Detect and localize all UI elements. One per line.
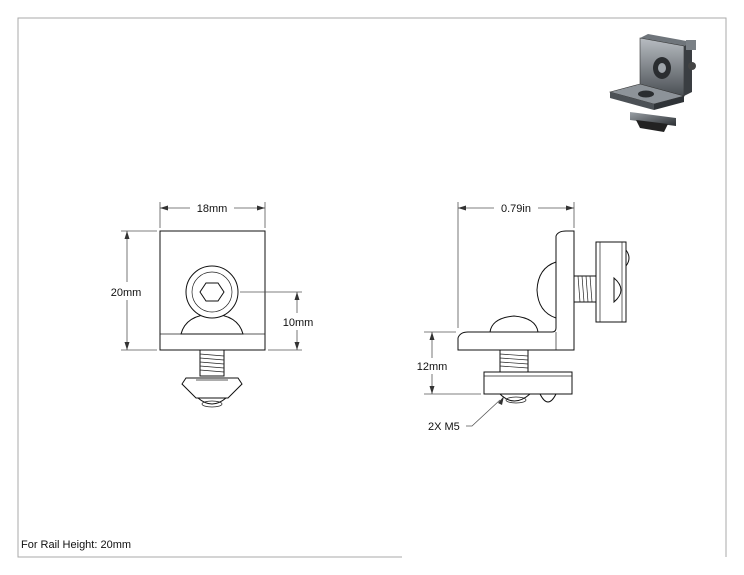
side-view (457, 230, 630, 404)
callout-leader (466, 396, 504, 427)
footer-note: For Rail Height: 20mm (21, 539, 132, 551)
front-width-label: 18mm (197, 203, 228, 215)
front-view (159, 230, 266, 408)
front-hole-height-label: 10mm (283, 317, 314, 329)
isometric-thumbnail (608, 34, 696, 132)
dimension-front-height (121, 230, 157, 351)
dimension-front-width (159, 202, 266, 228)
front-height-label: 20mm (111, 287, 142, 299)
sheet-border (17, 17, 727, 558)
dimension-front-hole-height (240, 291, 302, 351)
side-width-label: 0.79in (501, 203, 531, 215)
dimension-side-height (424, 331, 481, 395)
dimension-side-width (457, 202, 575, 328)
side-height-label: 12mm (417, 361, 448, 373)
callout-label: 2X M5 (428, 421, 460, 433)
